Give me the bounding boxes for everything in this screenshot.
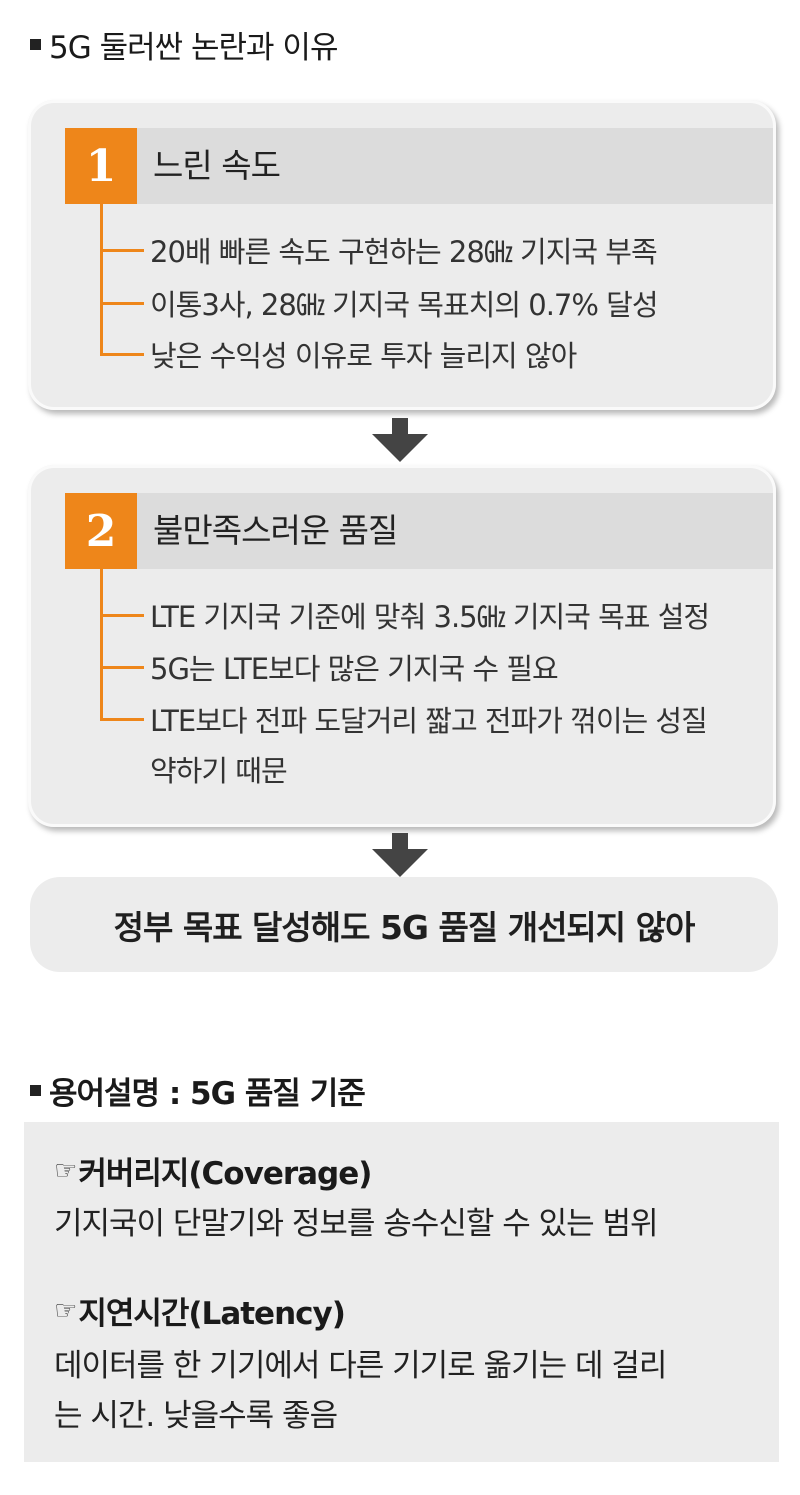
pointing-hand-icon: ☞: [54, 1155, 77, 1186]
step-number: 1: [65, 128, 137, 204]
step-heading: 느린 속도: [153, 146, 281, 185]
step-bullet: 낮은 수익성 이유로 투자 늘리지 않아: [100, 329, 577, 379]
bullet-text: 이통3사, 28㎓ 기지국 목표치의 0.7% 달성: [150, 288, 658, 322]
pointing-hand-icon: ☞: [54, 1295, 77, 1326]
bullet-text: 20배 빠른 속도 구현하는 28㎓ 기지국 부족: [150, 235, 658, 269]
glossary-term: ☞ 지연시간(Latency): [54, 1288, 346, 1333]
step-number: 2: [65, 493, 137, 569]
step-card-2: 2 불만족스러운 품질 LTE 기지국 기준에 맞춰 3.5㎓ 기지국 목표 설…: [28, 465, 776, 827]
glossary-title: 용어설명 : 5G 품질 기준: [30, 1068, 366, 1113]
step-bullet: LTE 기지국 기준에 맞춰 3.5㎓ 기지국 목표 설정: [100, 590, 710, 640]
term-description: 데이터를 한 기기에서 다른 기기로 옮기는 데 걸리: [54, 1348, 667, 1384]
step-bullet: 20배 빠른 속도 구현하는 28㎓ 기지국 부족: [100, 225, 658, 275]
bullet-text: 5G는 LTE보다 많은 기지국 수 필요: [150, 652, 559, 686]
branch-tick: [100, 352, 144, 356]
arrow-down-icon: [372, 418, 428, 462]
diagram-title-text: 5G 둘러싼 논란과 이유: [49, 30, 338, 66]
arrow-down-icon: [372, 833, 428, 877]
bullet-text: LTE보다 전파 도달거리 짧고 전파가 꺾이는 성질: [150, 704, 708, 738]
branch-tick: [100, 665, 144, 669]
bullet-continuation: 약하기 때문: [150, 754, 288, 788]
glossary-panel: ☞ 커버리지(Coverage) 기지국이 단말기와 정보를 송수신할 수 있는…: [24, 1122, 779, 1462]
step-header-bar: [65, 128, 773, 204]
step-bullet: LTE보다 전파 도달거리 짧고 전파가 꺾이는 성질: [100, 694, 708, 744]
step-bullet: 5G는 LTE보다 많은 기지국 수 필요: [100, 642, 559, 692]
diagram-title: 5G 둘러싼 논란과 이유: [30, 22, 338, 67]
step-heading: 불만족스러운 품질: [153, 511, 398, 550]
term-label: 커버리지(Coverage): [78, 1156, 372, 1192]
square-bullet-icon: [30, 39, 41, 50]
step-card-1: 1 느린 속도 20배 빠른 속도 구현하는 28㎓ 기지국 부족 이통3사, …: [28, 100, 776, 410]
term-description: 기지국이 단말기와 정보를 송수신할 수 있는 범위: [54, 1206, 659, 1242]
branch-tick: [100, 717, 144, 721]
glossary-title-text: 용어설명 : 5G 품질 기준: [49, 1076, 366, 1112]
step-bullet: 이통3사, 28㎓ 기지국 목표치의 0.7% 달성: [100, 278, 658, 328]
term-description: 는 시간. 낮을수록 좋음: [54, 1398, 338, 1434]
branch-tick: [100, 248, 144, 252]
bullet-text: 낮은 수익성 이유로 투자 늘리지 않아: [150, 339, 577, 373]
branch-tick: [100, 301, 144, 305]
tree-connector-line: [100, 569, 103, 718]
result-box: 정부 목표 달성해도 5G 품질 개선되지 않아: [30, 877, 778, 972]
tree-connector-line: [100, 204, 103, 353]
glossary-term: ☞ 커버리지(Coverage): [54, 1148, 372, 1193]
term-label: 지연시간(Latency): [78, 1296, 346, 1332]
bullet-text: LTE 기지국 기준에 맞춰 3.5㎓ 기지국 목표 설정: [150, 600, 710, 634]
step-header-bar: [65, 493, 773, 569]
square-bullet-icon: [30, 1085, 41, 1096]
branch-tick: [100, 613, 144, 617]
